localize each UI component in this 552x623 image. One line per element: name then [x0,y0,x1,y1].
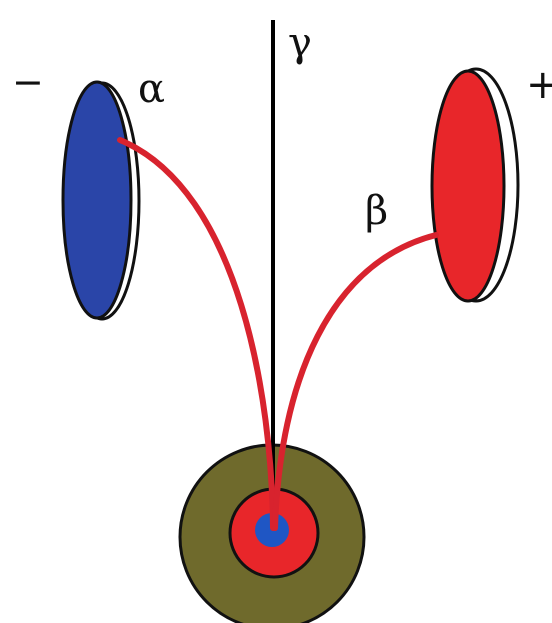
negative-plate-face [61,80,133,320]
negative-sign: − [12,60,44,104]
alpha-label: α [138,66,165,112]
alpha-ray-path [117,137,276,531]
beta-label: β [365,188,388,234]
beta-ray-path [272,232,439,531]
negative-plate [61,80,141,321]
gamma-label: γ [288,20,312,66]
positive-plate [430,67,520,303]
positive-sign: + [526,62,552,108]
positive-plate-face [430,69,506,303]
